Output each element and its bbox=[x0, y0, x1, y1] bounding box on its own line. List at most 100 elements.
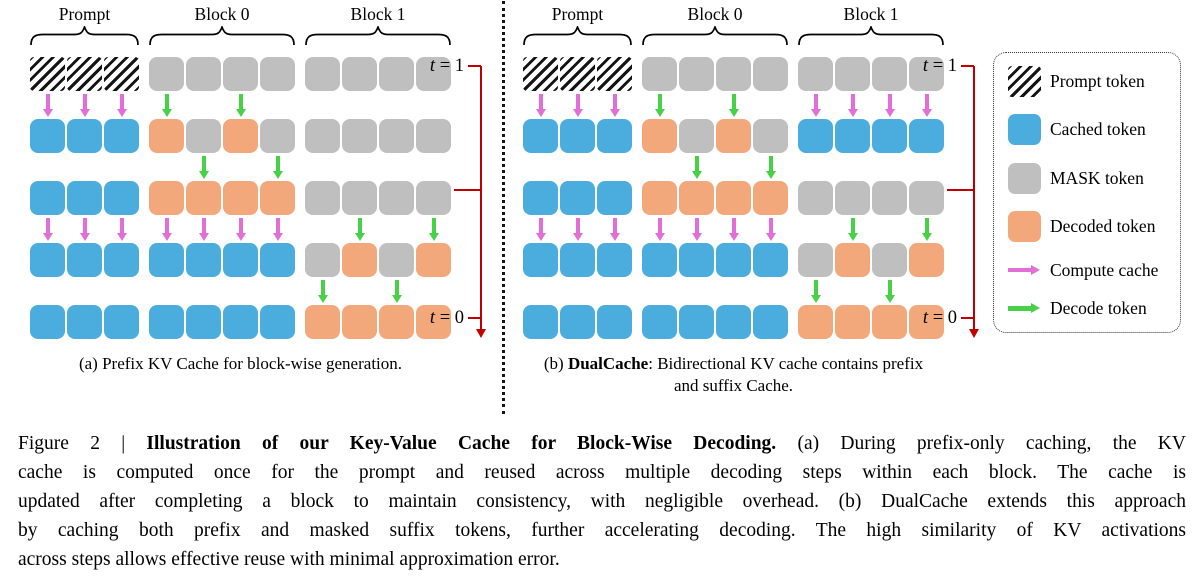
brace bbox=[642, 26, 788, 46]
arrow-shaft bbox=[119, 93, 124, 109]
caption-text: : Bidirectional KV cache contains prefix bbox=[648, 354, 924, 373]
arrow-head bbox=[728, 108, 739, 117]
mask-token bbox=[872, 181, 907, 215]
arrow-shaft bbox=[694, 155, 699, 171]
compute-cache-arrow bbox=[716, 215, 751, 243]
arrow-shaft bbox=[275, 217, 280, 233]
decode-token-arrow bbox=[223, 91, 258, 119]
decode-token-arrow bbox=[305, 277, 340, 305]
brace bbox=[149, 26, 295, 46]
mask-token bbox=[835, 181, 870, 215]
cached-token bbox=[642, 243, 677, 277]
mask-token bbox=[753, 57, 788, 91]
arrow-head bbox=[116, 108, 127, 117]
time-variable: t bbox=[429, 308, 436, 328]
compute-cache-arrow bbox=[260, 215, 295, 243]
decoded-token bbox=[260, 181, 295, 215]
arrow-shaft bbox=[357, 217, 362, 233]
cached-token bbox=[260, 243, 295, 277]
arrow-shaft bbox=[924, 93, 929, 109]
empty-slot bbox=[798, 215, 833, 243]
cached-token bbox=[753, 305, 788, 339]
token-row bbox=[30, 305, 500, 339]
mask-token bbox=[342, 57, 377, 91]
empty-slot bbox=[305, 215, 340, 243]
decode-token-arrow bbox=[909, 215, 944, 243]
mask-swatch bbox=[1008, 162, 1041, 194]
mask-token bbox=[909, 57, 944, 91]
prompt-token bbox=[560, 57, 595, 91]
compute-cache-arrow bbox=[679, 215, 714, 243]
prompt-token bbox=[104, 57, 139, 91]
mask-token bbox=[260, 119, 295, 153]
arrow-shaft bbox=[45, 217, 50, 233]
mask-token bbox=[342, 119, 377, 153]
mask-token bbox=[379, 243, 414, 277]
decode-token-arrow bbox=[872, 277, 907, 305]
compute-cache-arrow bbox=[149, 215, 184, 243]
token-row bbox=[30, 243, 500, 277]
empty-slot bbox=[523, 153, 558, 181]
arrow-head bbox=[1031, 303, 1040, 314]
cached-token bbox=[909, 119, 944, 153]
token-row bbox=[523, 181, 993, 215]
decoded-token bbox=[149, 181, 184, 215]
arrow-head bbox=[42, 232, 53, 241]
empty-slot bbox=[104, 277, 139, 305]
caption-text: and suffix Cache. bbox=[673, 375, 794, 395]
arrow-row bbox=[30, 215, 500, 243]
mask-token bbox=[679, 57, 714, 91]
timeline-tick-mid bbox=[454, 189, 481, 191]
cached-token bbox=[523, 119, 558, 153]
empty-slot bbox=[186, 91, 221, 119]
arrow-head bbox=[691, 232, 702, 241]
arrow-shaft bbox=[275, 155, 280, 171]
arrow-shaft bbox=[813, 93, 818, 109]
column-label: Block 0 bbox=[194, 4, 250, 24]
cached-token bbox=[104, 119, 139, 153]
caption-text: across steps allows effective reuse with… bbox=[18, 548, 560, 570]
arrow-head bbox=[728, 232, 739, 241]
cached-token bbox=[67, 119, 102, 153]
timeline-tick-mid bbox=[947, 189, 974, 191]
decoded-token bbox=[642, 181, 677, 215]
cached-token bbox=[597, 119, 632, 153]
arrow-shaft bbox=[694, 217, 699, 233]
compute-cache-arrow bbox=[67, 91, 102, 119]
figure-caption-line: updated after completing a block to main… bbox=[18, 488, 1186, 517]
arrow-shaft bbox=[119, 217, 124, 233]
decoded-token bbox=[835, 305, 870, 339]
empty-slot bbox=[679, 277, 714, 305]
figure-caption: Figure 2 | Illustration of our Key-Value… bbox=[18, 430, 1186, 575]
time-variable: t bbox=[922, 56, 929, 76]
compute-cache-arrow bbox=[597, 215, 632, 243]
legend-label: Prompt token bbox=[1050, 71, 1145, 91]
figure-caption-line: across steps allows effective reuse with… bbox=[18, 546, 1186, 575]
arrow-head bbox=[691, 170, 702, 179]
figure-caption-line: by caching both prefix and masked suffix… bbox=[18, 517, 1186, 546]
mask-token bbox=[149, 57, 184, 91]
caption-text: (a) Prefix KV Cache for block-wise gener… bbox=[78, 354, 403, 373]
caption-text: DualCache bbox=[567, 354, 649, 373]
arrow-head bbox=[535, 232, 546, 241]
decoded-token bbox=[642, 119, 677, 153]
brace bbox=[30, 26, 139, 46]
mask-token bbox=[798, 243, 833, 277]
empty-slot bbox=[835, 277, 870, 305]
prompt-token bbox=[597, 57, 632, 91]
decode-token-arrow bbox=[716, 91, 751, 119]
empty-slot bbox=[753, 91, 788, 119]
cached-token bbox=[223, 305, 258, 339]
empty-slot bbox=[260, 91, 295, 119]
decoded-token bbox=[835, 243, 870, 277]
decode-token-arrow bbox=[679, 153, 714, 181]
arrow-row bbox=[523, 153, 993, 181]
mask-token bbox=[305, 57, 340, 91]
mask-token bbox=[679, 119, 714, 153]
brace bbox=[305, 26, 451, 46]
legend-item: Cached token bbox=[1008, 114, 1174, 146]
arrow-row bbox=[30, 153, 500, 181]
compute-cache-arrow bbox=[30, 215, 65, 243]
